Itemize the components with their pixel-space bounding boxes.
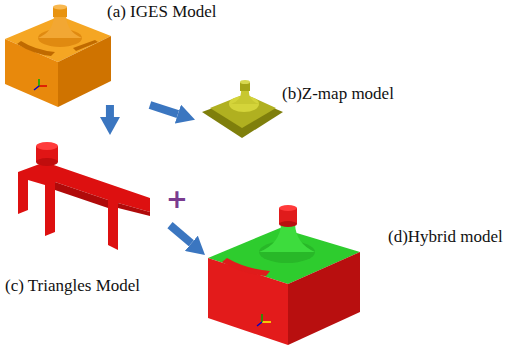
model-panel: (c) Triangles Model: [0, 135, 170, 305]
model-caption: (c) Triangles Model: [5, 275, 140, 297]
model-panel: (b)Z-map model: [195, 78, 410, 150]
model-panel: (d)Hybrid model: [205, 200, 526, 351]
model-caption: (a) IGES Model: [107, 1, 217, 23]
zmap-surface: [202, 80, 283, 138]
flow-arrow: [150, 105, 178, 114]
model-caption: (d)Hybrid model: [388, 226, 503, 248]
plus-sign: +: [166, 186, 188, 212]
model-panel: (a) IGES Model: [0, 0, 230, 105]
triangle-mesh: [18, 142, 150, 250]
hybrid-cube: [208, 205, 360, 345]
flow-arrow: [170, 225, 191, 243]
flow-arrow: [106, 105, 114, 117]
iges-cube: [5, 5, 111, 108]
model-caption: (b)Z-map model: [282, 83, 394, 105]
